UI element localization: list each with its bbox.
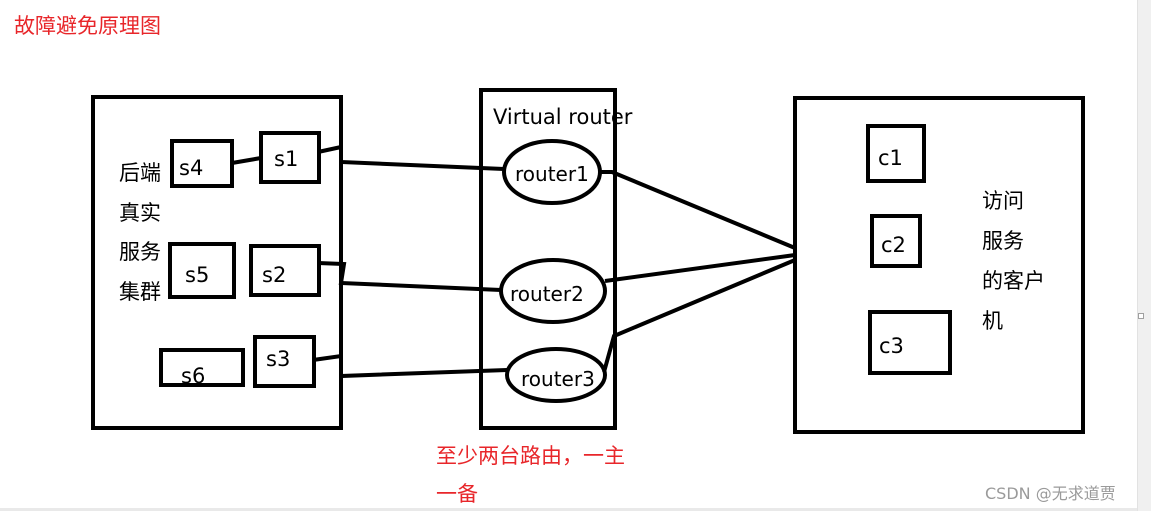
client-c1-box [866,124,926,183]
server-s5-box [168,242,236,299]
note-line-2: 一备 [436,482,478,506]
server-s6-box [159,348,245,387]
link-router2-clients [604,253,796,283]
virtual-router-label: Virtual router [493,105,633,129]
link-s1-router1 [317,144,505,171]
client-c2-box [870,214,922,268]
router2-node [499,258,607,324]
note-line-1: 至少两台路由，一主 [436,444,625,468]
backend-label-line-3: 服务 [119,240,161,264]
client-c3-label: c3 [879,334,904,358]
backend-label-line-2: 真实 [119,201,161,225]
backend-label-line-4: 集群 [119,280,161,304]
server-s2-label: s2 [262,263,286,287]
vertical-scrollbar[interactable] [1137,0,1151,511]
client-label-line-1: 访问 [982,189,1024,213]
link-s2-router2 [317,261,502,292]
server-s6-label: s6 [181,364,205,388]
client-c2-label: c2 [881,233,906,257]
server-s3-label: s3 [266,347,290,371]
server-s2-box [249,244,321,297]
client-c1-label: c1 [878,146,903,170]
router3-node [505,347,607,403]
server-s1-box [259,131,321,184]
server-s4-label: s4 [179,156,203,180]
router1-label: router1 [515,162,589,186]
server-s4-box [170,139,234,188]
client-area-box [793,96,1085,434]
server-s5-label: s5 [185,263,209,287]
client-label-line-3: 的客户 [982,269,1045,293]
csdn-watermark: CSDN @无求道贾 [985,484,1116,503]
client-label-line-2: 服务 [982,229,1024,253]
link-router3-clients [602,258,796,373]
scroll-marker[interactable] [1138,313,1144,319]
link-s4-s1 [231,156,262,165]
client-c3-box [868,310,952,375]
link-s3-router3 [312,353,508,379]
router3-label: router3 [521,367,595,391]
bottom-edge [0,508,1137,511]
server-s1-label: s1 [274,147,298,171]
router2-label: router2 [510,282,584,306]
backend-label-line-1: 后端 [119,161,161,185]
client-label-line-4: 机 [982,309,1003,333]
diagram-title: 故障避免原理图 [14,14,161,38]
link-router1-clients [600,170,796,250]
virtual-router-box [479,88,617,430]
